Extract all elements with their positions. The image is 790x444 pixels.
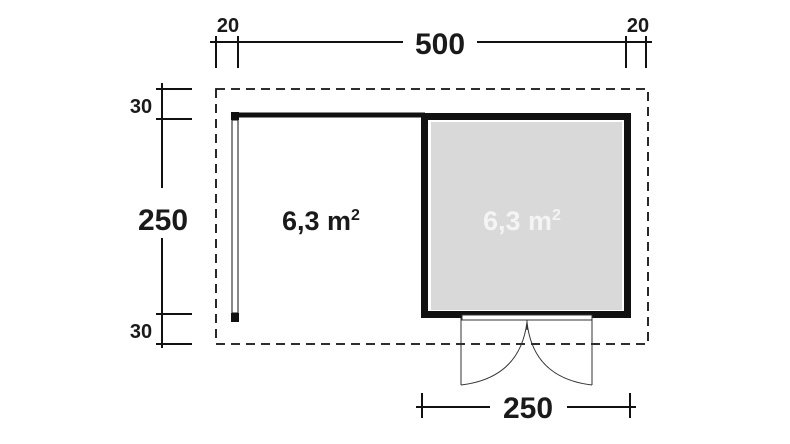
open-area-structure [231,112,425,322]
left-dimension: 30 250 30 [130,83,192,348]
dim-left-total: 250 [138,204,188,237]
dim-top-total: 500 [415,28,465,61]
top-dimension: 20 500 20 [210,15,652,68]
dim-left-bottom-overhang: 30 [130,321,152,343]
cabin-area-label: 6,3 m2 [483,206,561,236]
dim-left-top-overhang: 30 [130,96,152,118]
open-area-label: 6,3 m2 [282,206,360,236]
double-door [460,314,593,386]
dim-top-right-overhang: 20 [627,15,649,37]
bottom-dimension: 250 [416,392,636,425]
dim-top-left-overhang: 20 [217,15,239,37]
roof-outline [215,88,649,345]
dim-bottom-cabin-width: 250 [503,392,553,425]
cabin [421,113,631,318]
